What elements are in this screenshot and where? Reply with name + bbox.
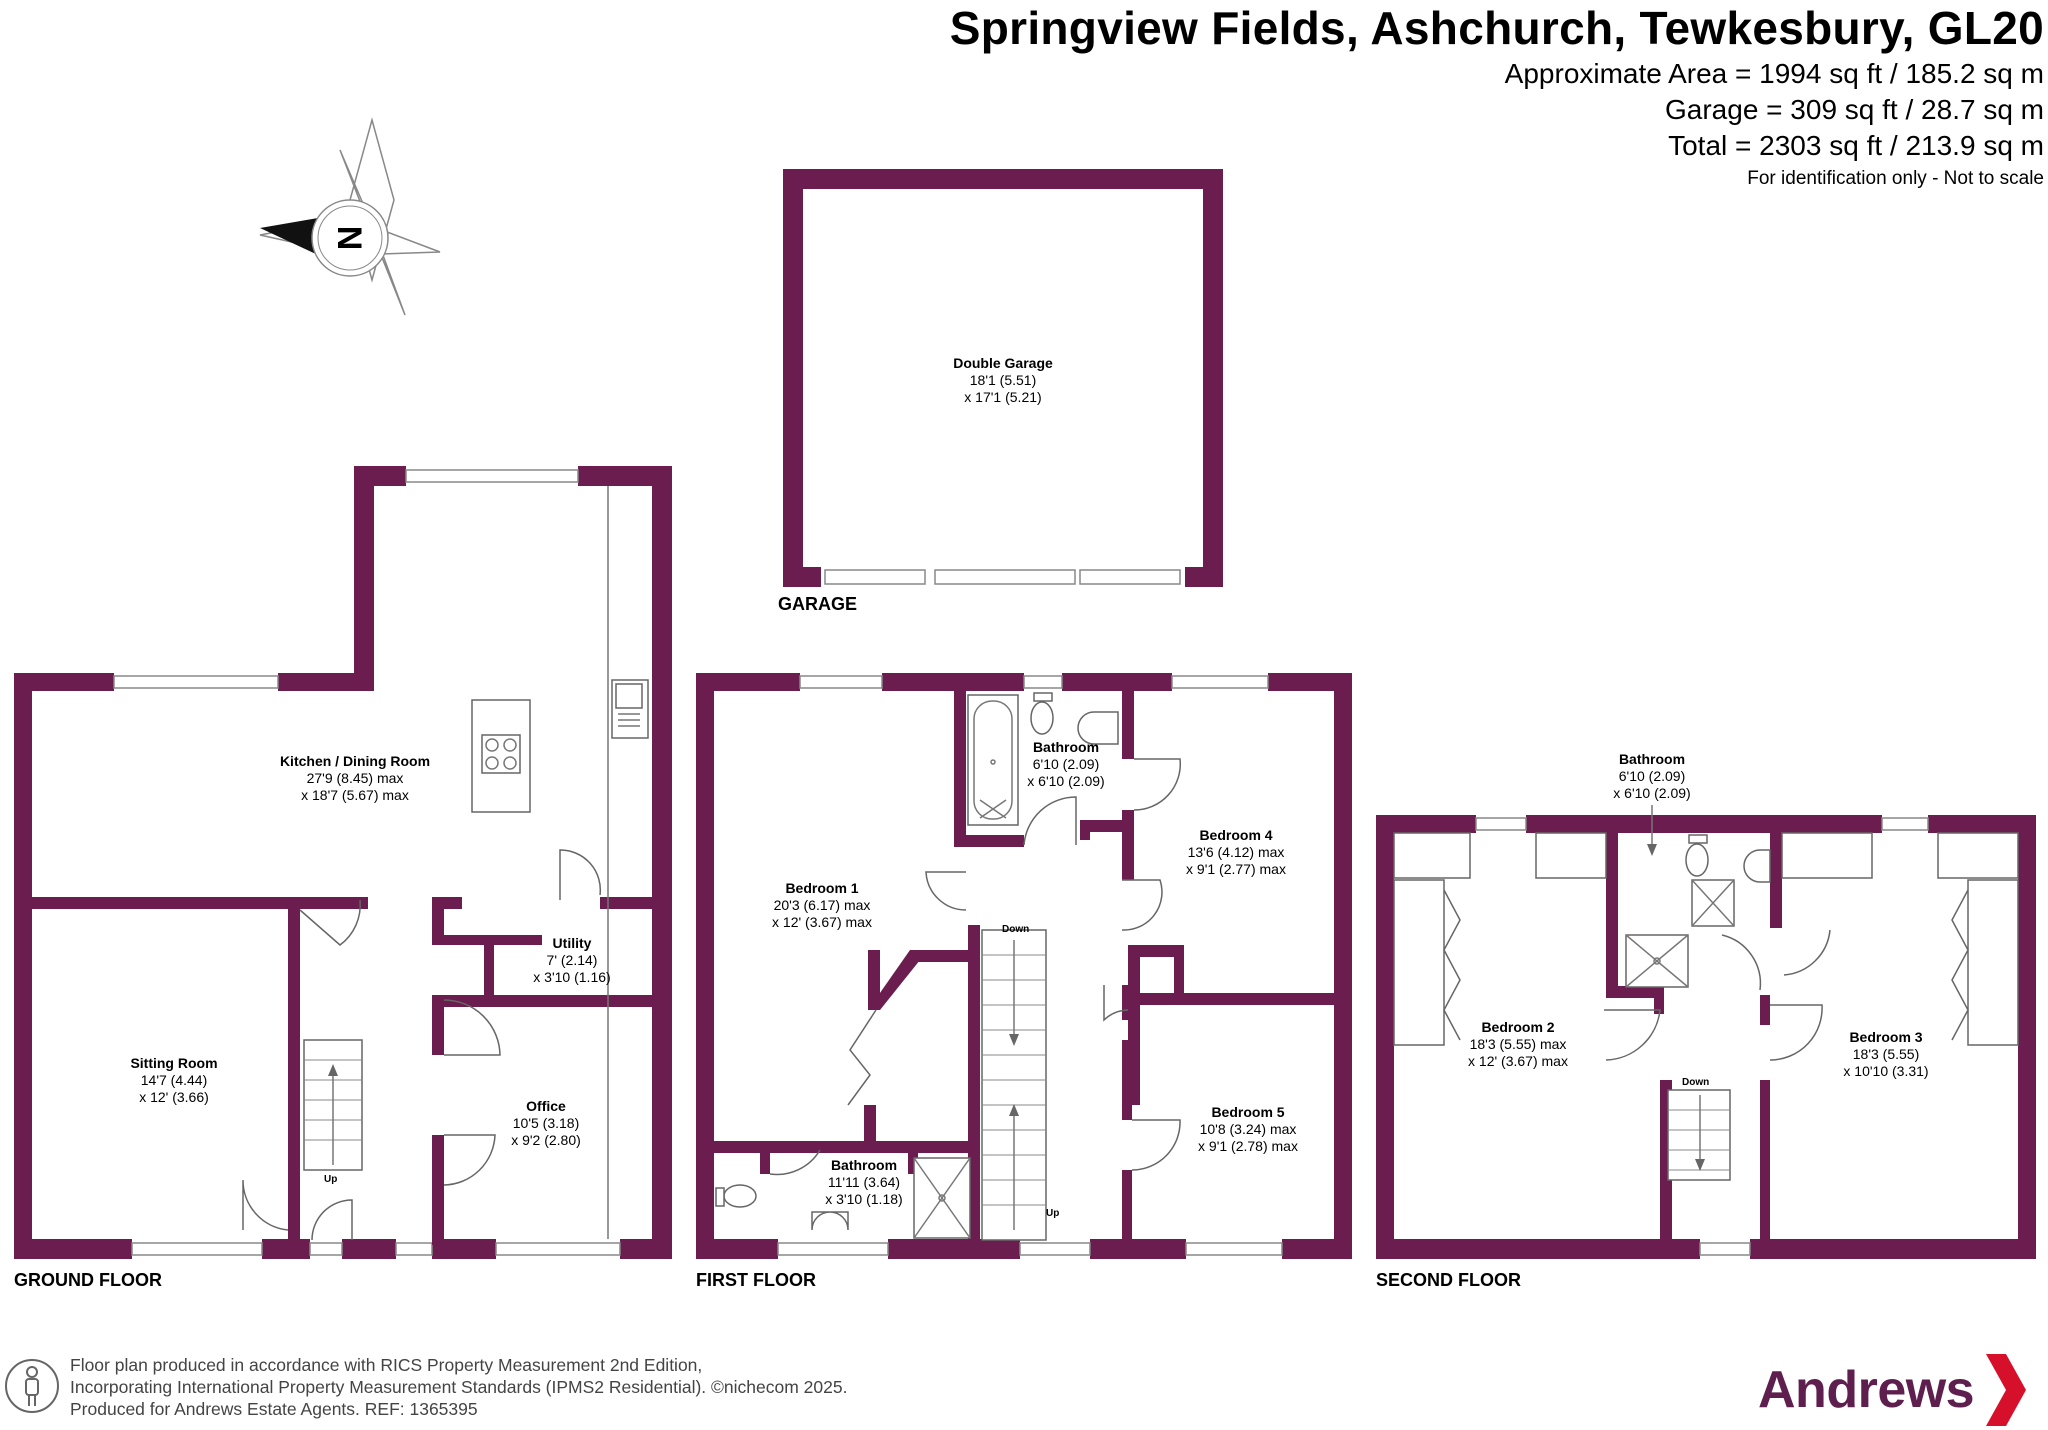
ground-stairs-up-label: Up: [324, 1174, 337, 1185]
first-bathroom-name: Bathroom: [1033, 739, 1099, 755]
second-floor-plan: [1376, 815, 2036, 1259]
brand-arrow-icon: [1986, 1354, 2027, 1426]
bedroom2-dim2: x 12' (3.67) max: [1468, 1053, 1568, 1069]
ensuite-bathroom-dim2: x 3'10 (1.18): [825, 1191, 902, 1207]
garage-floor-label: GARAGE: [778, 594, 857, 614]
utility-dim1: 7' (2.14): [547, 952, 598, 968]
ensuite-bathroom-dim1: 11'11 (3.64): [828, 1174, 900, 1190]
double-garage-dim1: 18'1 (5.51): [970, 372, 1037, 388]
second-floor-label: SECOND FLOOR: [1376, 1270, 1521, 1290]
bedroom5-dim1: 10'8 (3.24) max: [1200, 1121, 1297, 1137]
bedroom5-name: Bedroom 5: [1211, 1104, 1284, 1120]
andrews-logo: Andrews: [1758, 1350, 2030, 1430]
approximate-area: Approximate Area = 1994 sq ft / 185.2 sq…: [1504, 58, 2044, 89]
header: Springview Fields, Ashchurch, Tewkesbury…: [950, 0, 2044, 194]
compass-north-label: N: [330, 226, 368, 251]
double-garage-name: Double Garage: [953, 355, 1053, 371]
footer-line-1: Floor plan produced in accordance with R…: [70, 1355, 703, 1375]
sitting-room-dim1: 14'7 (4.44): [141, 1072, 208, 1088]
bedroom1-name: Bedroom 1: [785, 880, 858, 896]
second-bathroom-dim2: x 6'10 (2.09): [1613, 785, 1690, 801]
garage-area: Garage = 309 sq ft / 28.7 sq m: [1665, 94, 2044, 125]
second-stairs-down-label: Down: [1682, 1077, 1709, 1088]
total-area: Total = 2303 sq ft / 213.9 sq m: [1668, 130, 2044, 161]
bedroom2-dim1: 18'3 (5.55) max: [1470, 1036, 1567, 1052]
bedroom3-dim2: x 10'10 (3.31): [1843, 1063, 1928, 1079]
utility-name: Utility: [553, 935, 592, 951]
second-bathroom-dim1: 6'10 (2.09): [1619, 768, 1686, 784]
office-dim2: x 9'2 (2.80): [511, 1132, 581, 1148]
bedroom1-dim1: 20'3 (6.17) max: [774, 897, 871, 913]
sitting-room-name: Sitting Room: [130, 1055, 217, 1071]
first-bathroom-dim2: x 6'10 (2.09): [1027, 773, 1104, 789]
bedroom1-dim2: x 12' (3.67) max: [772, 914, 872, 930]
ground-floor-label: GROUND FLOOR: [14, 1270, 162, 1290]
footer-line-3: Produced for Andrews Estate Agents. REF:…: [70, 1399, 478, 1419]
person-scale-icon: [4, 1358, 60, 1419]
bedroom3-name: Bedroom 3: [1849, 1029, 1922, 1045]
bedroom4-dim1: 13'6 (4.12) max: [1188, 844, 1285, 860]
kitchen-dim1: 27'9 (8.45) max: [307, 770, 404, 786]
first-stairs-up-label: Up: [1046, 1208, 1059, 1219]
first-floor-plan: [696, 673, 1352, 1259]
bedroom5-dim2: x 9'1 (2.78) max: [1198, 1138, 1298, 1154]
bedroom4-name: Bedroom 4: [1199, 827, 1272, 843]
ground-floor-plan: [14, 466, 672, 1259]
footer-notes: Floor plan produced in accordance with R…: [70, 1354, 847, 1420]
brand-name: Andrews: [1758, 1361, 1975, 1419]
kitchen-name: Kitchen / Dining Room: [280, 753, 430, 769]
ensuite-bathroom-name: Bathroom: [831, 1157, 897, 1173]
office-dim1: 10'5 (3.18): [513, 1115, 580, 1131]
double-garage-dim2: x 17'1 (5.21): [964, 389, 1041, 405]
bedroom4-dim2: x 9'1 (2.77) max: [1186, 861, 1286, 877]
office-name: Office: [526, 1098, 566, 1114]
utility-dim2: x 3'10 (1.16): [533, 969, 610, 985]
bedroom2-name: Bedroom 2: [1481, 1019, 1554, 1035]
first-bathroom-dim1: 6'10 (2.09): [1033, 756, 1100, 772]
property-title: Springview Fields, Ashchurch, Tewkesbury…: [949, 2, 2044, 54]
sitting-room-dim2: x 12' (3.66): [139, 1089, 209, 1105]
garage-plan: [783, 169, 1223, 587]
kitchen-dim2: x 18'7 (5.67) max: [301, 787, 409, 803]
footer-line-2: Incorporating International Property Mea…: [70, 1377, 848, 1397]
compass-rose-icon: N: [259, 117, 441, 316]
bedroom3-dim1: 18'3 (5.55): [1853, 1046, 1920, 1062]
disclaimer-note: For identification only - Not to scale: [1747, 168, 2044, 189]
first-stairs-down-label: Down: [1002, 924, 1029, 935]
second-bathroom-name: Bathroom: [1619, 751, 1685, 767]
first-floor-label: FIRST FLOOR: [696, 1270, 816, 1290]
